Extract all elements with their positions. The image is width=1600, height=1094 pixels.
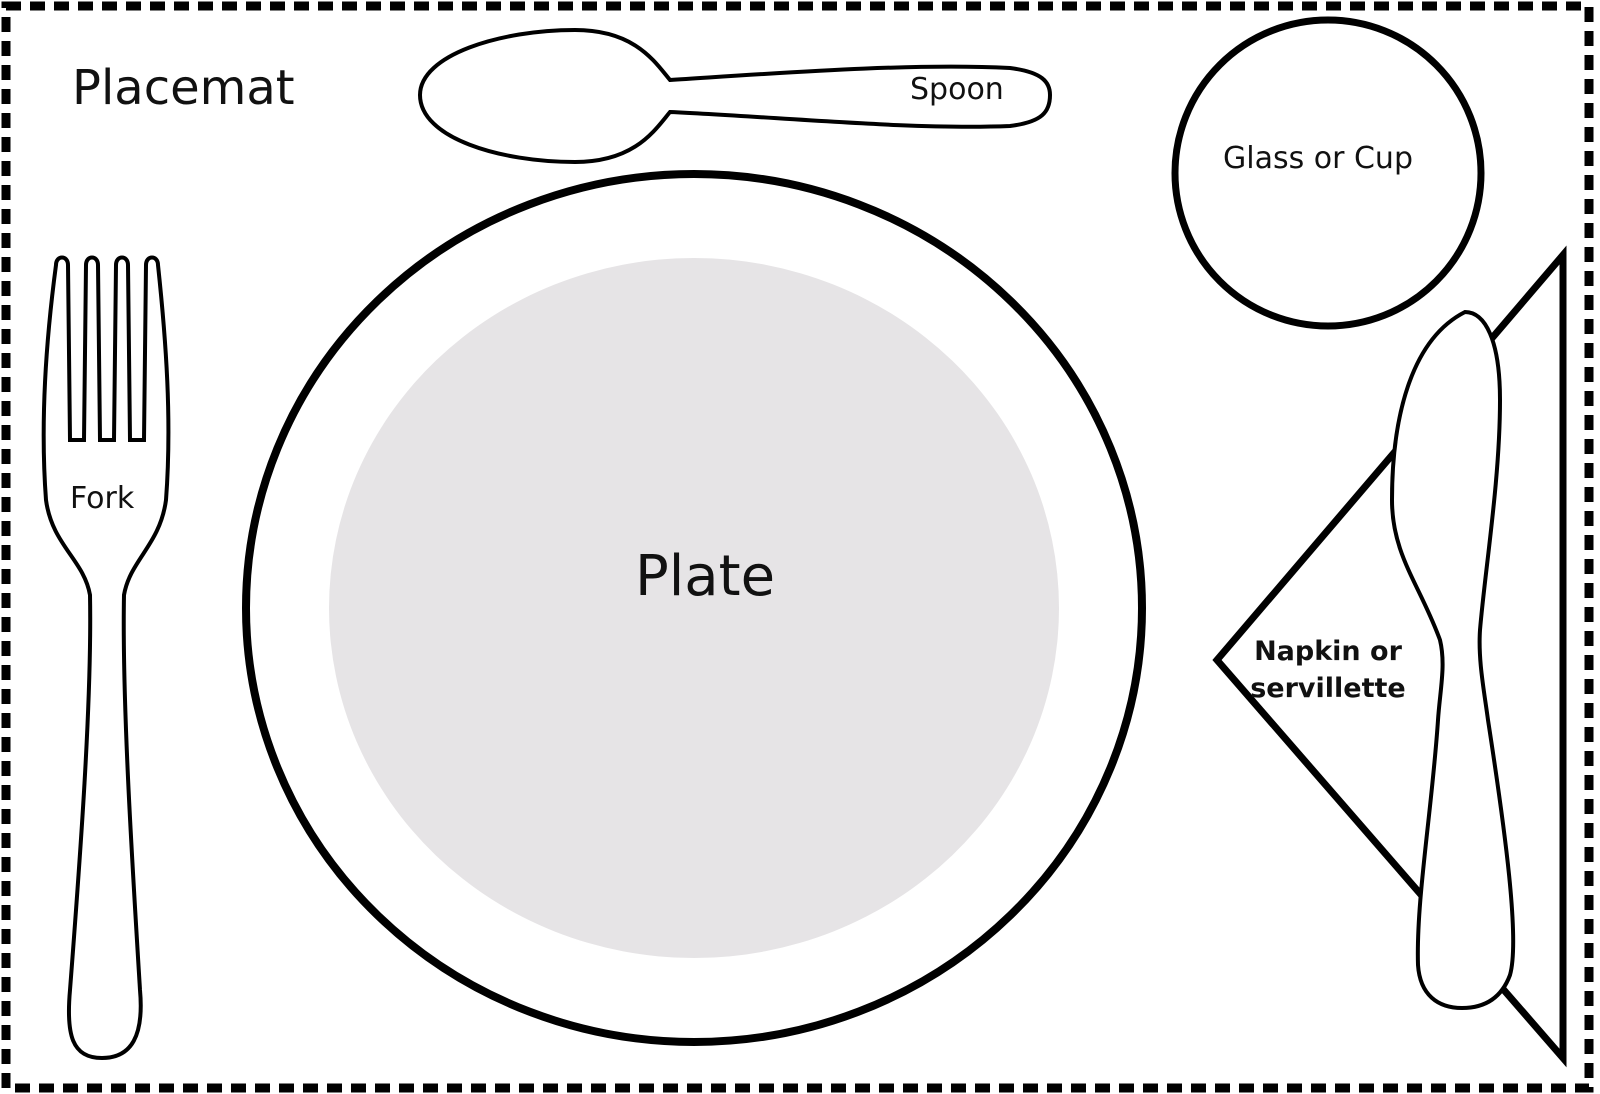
glass: Glass or Cup xyxy=(1171,16,1485,330)
spoon-label: Spoon xyxy=(910,72,1004,107)
napkin-label-line2: servillette xyxy=(1250,673,1406,704)
fork-outline xyxy=(41,255,171,1061)
glass-label: Glass or Cup xyxy=(1223,141,1413,176)
knife-outline xyxy=(1389,309,1516,1011)
placemat-title: Placemat xyxy=(72,60,295,116)
spoon: Spoon xyxy=(417,27,1053,165)
glass-outline xyxy=(1171,16,1485,330)
napkin-label-line1: Napkin or xyxy=(1254,636,1403,667)
fork: Fork xyxy=(41,255,171,1061)
plate-label: Plate xyxy=(635,544,775,609)
fork-label: Fork xyxy=(70,481,135,516)
plate: Plate xyxy=(242,170,1146,1046)
plate-center xyxy=(329,258,1059,958)
spoon-outline xyxy=(417,27,1053,165)
knife xyxy=(1389,309,1516,1011)
